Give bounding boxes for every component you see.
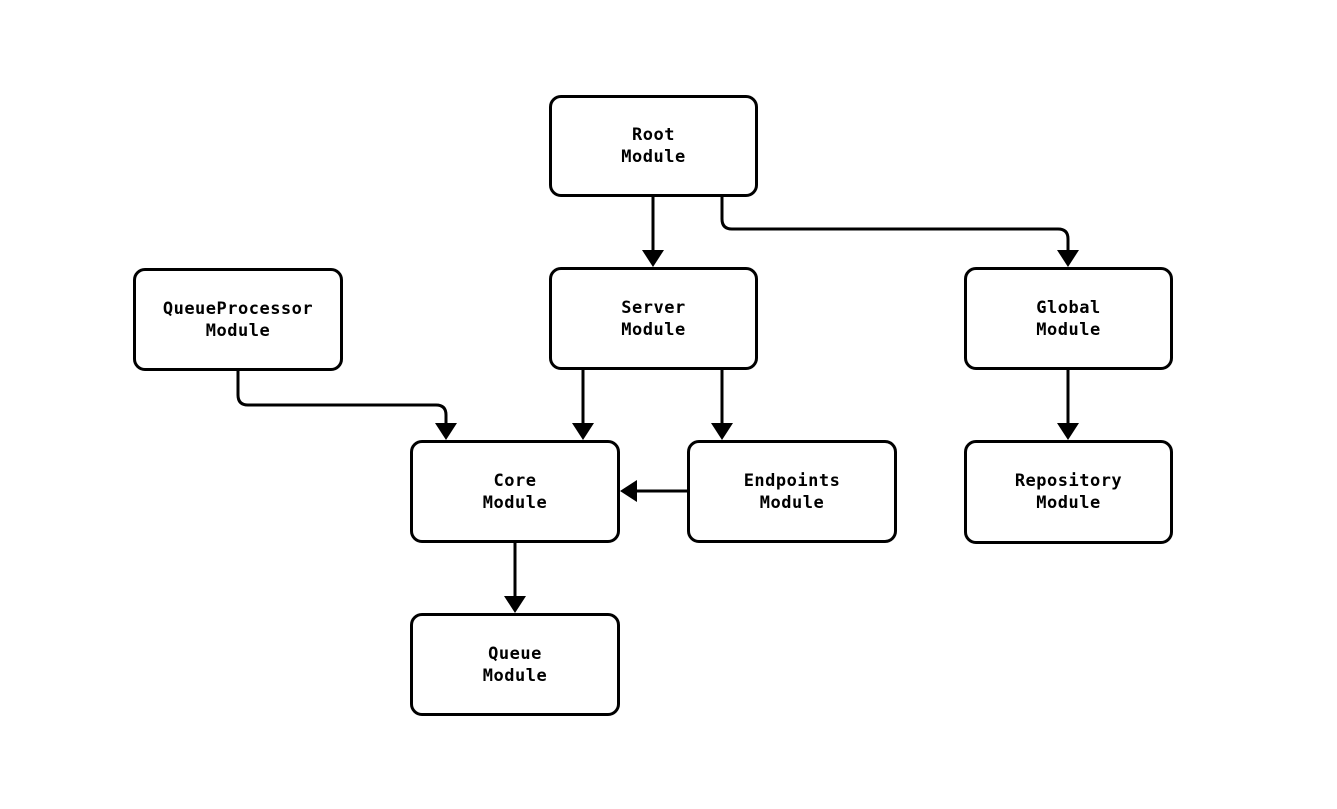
global-module-node-label-line2: Module [1036,319,1101,340]
edge-queueprocessor-to-core [236,371,448,431]
edge-core-to-queue-arrowhead [504,596,526,613]
global-module-node-label-line1: Global [1036,297,1101,318]
edge-global-to-repository-arrowhead [1057,423,1079,440]
edge-root-to-global-arrowhead [1057,250,1079,267]
root-module-node-label-line2: Module [621,147,686,167]
endpoints-module-node-label-line1: Endpoints [743,470,841,491]
edge-root-to-global [720,197,1070,258]
edge-endpoints-to-core-arrowhead [620,480,637,502]
edge-server-to-endpoints-arrowhead [711,423,733,440]
server-module-node-label-line1: Server [621,297,686,318]
endpoints-module-node-label-line2: Module [759,492,825,513]
queue-module-node-label-line2: Module [482,665,548,686]
edge-queueprocessor-to-core-arrowhead [435,423,457,440]
core-module-node-label-line2: Module [482,492,548,513]
queueprocessor-module-node-label-line1: QueueProcessor [162,298,314,319]
edge-root-to-server-arrowhead [642,250,664,267]
queueprocessor-module-node-label-line2: Module [205,320,271,341]
queue-module-node-label-line1: Queue [488,643,542,664]
edge-server-to-core-arrowhead [572,423,594,440]
server-module-node-label-line2: Module [621,319,686,340]
repository-module-node-label-line1: Repository [1014,471,1123,491]
core-module-node-label-line1: Core [493,470,537,491]
repository-module-node-label-line2: Module [1036,493,1101,513]
root-module-node-label-line1: Root [632,125,675,145]
